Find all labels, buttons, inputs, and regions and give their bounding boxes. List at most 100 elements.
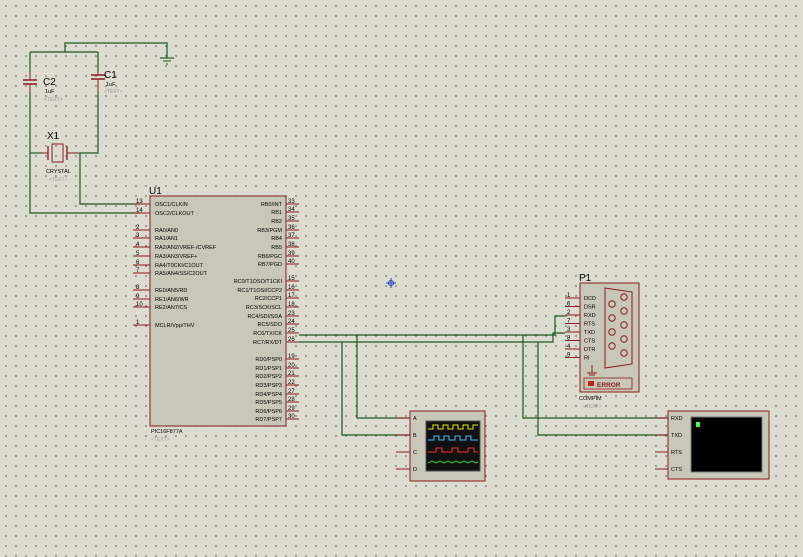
wire-c1-crystal bbox=[80, 92, 99, 154]
terminal-cursor bbox=[696, 422, 700, 427]
wire-term-txd bbox=[537, 342, 668, 436]
u1-pin-number: 29 bbox=[288, 406, 295, 412]
p1-error-label: ERROR bbox=[597, 382, 621, 389]
u1-pin-name: RA2/AN2/VREF-/CVREF bbox=[155, 245, 217, 251]
u1-pin-number: 1 bbox=[136, 320, 140, 326]
u1-pin-name: RB1 bbox=[271, 210, 282, 216]
u1-pin-name: RB0/INT bbox=[261, 202, 283, 208]
p1-pin-name: DCD bbox=[584, 296, 596, 302]
capacitor-c2[interactable]: C2 1uF <TEXT> bbox=[23, 72, 63, 103]
p1-pin-number: 7 bbox=[567, 319, 571, 325]
u1-pin-number: 37 bbox=[288, 233, 295, 239]
u1-pin-name: RD5/PSP5 bbox=[255, 400, 282, 406]
db9-pins bbox=[608, 293, 628, 357]
u1-pin-name: RA3/AN3/VREF+ bbox=[155, 254, 197, 260]
u1-pin-name: RA5/AN4/SS/C2OUT bbox=[155, 271, 208, 277]
terminal-pin-label: TXD bbox=[671, 433, 682, 439]
p1-pin-name: CTS bbox=[584, 339, 595, 345]
p1-pin-name: RTS bbox=[584, 322, 595, 328]
capacitor-c1[interactable]: C1 1uF <TEXT> bbox=[91, 70, 123, 95]
u1-pin-number: 26 bbox=[288, 337, 295, 343]
wire-tx bbox=[299, 315, 565, 336]
scope-channel-label: B bbox=[413, 433, 417, 439]
u1-pin-number: 40 bbox=[288, 259, 295, 265]
x1-text: <TEXT> bbox=[49, 177, 68, 183]
u1-pin-name: RB3/PGM bbox=[257, 228, 282, 234]
u1-pin-name: RD2/PSP2 bbox=[255, 374, 282, 380]
u1-pin-name: OSC1/CLKIN bbox=[155, 202, 188, 208]
u1-pin-name: RC4/SDI/SDA bbox=[247, 314, 282, 320]
p1-pin-number: 1 bbox=[567, 293, 571, 299]
u1-pin-number: 14 bbox=[136, 208, 143, 214]
p1-pin-name: RXD bbox=[584, 313, 596, 319]
wire-c2-osc2 bbox=[29, 92, 140, 214]
u1-pin-name: OSC2/CLKOUT bbox=[155, 211, 194, 217]
u1-pin-number: 2 bbox=[136, 225, 140, 231]
u1-pin-number: 8 bbox=[136, 285, 140, 291]
u1-pin-name: RC7/RX/DT bbox=[253, 340, 283, 346]
u1-pin-name: RB7/PGD bbox=[258, 262, 282, 268]
u1-pin-number: 7 bbox=[136, 268, 140, 274]
u1-pin-name: RA1/AN1 bbox=[155, 236, 178, 242]
u1-pin-number: 4 bbox=[136, 242, 140, 248]
u1-pin-name: RB6/PGC bbox=[258, 254, 282, 260]
p1-pin-number: 6 bbox=[567, 302, 571, 308]
p1-pin-name: RI bbox=[584, 356, 590, 362]
c1-value: 1uF bbox=[106, 82, 116, 88]
db9-hole bbox=[620, 321, 628, 329]
u1-pin-number: 18 bbox=[288, 302, 295, 308]
p1-pin-number: 8 bbox=[567, 336, 571, 342]
p1-part: COMPIM bbox=[579, 396, 602, 402]
u1-pin-number: 34 bbox=[288, 207, 295, 213]
u1-pin-name: RE2/AN7/CS bbox=[155, 305, 187, 311]
error-led-icon bbox=[588, 381, 594, 386]
scope-channel-label: D bbox=[413, 467, 417, 473]
p1-pin-number: 9 bbox=[567, 353, 571, 359]
x1-value: CRYSTAL bbox=[46, 169, 71, 175]
x1-ref: X1 bbox=[47, 131, 60, 142]
u1-pin-number: 27 bbox=[288, 389, 295, 395]
u1-pin-number: 5 bbox=[136, 251, 140, 257]
u1-pin-number: 13 bbox=[136, 199, 143, 205]
wire-term-rxd bbox=[522, 335, 668, 419]
u1-pin-name: RD6/PSP6 bbox=[255, 409, 282, 415]
c1-text: <TEXT> bbox=[104, 89, 123, 95]
u1-pin-name: RC1/T1OSI/CCP2 bbox=[237, 288, 282, 294]
db9-hole bbox=[620, 335, 628, 343]
db9-hole bbox=[608, 342, 616, 350]
u1-pin-number: 36 bbox=[288, 225, 295, 231]
u1-pin-name: RD0/PSP0 bbox=[255, 357, 282, 363]
db9-hole bbox=[608, 314, 616, 322]
c2-text: <TEXT> bbox=[44, 97, 63, 103]
u1-pin-number: 38 bbox=[288, 242, 295, 248]
u1-pin-name: RD1/PSP1 bbox=[255, 366, 282, 372]
u1-pin-number: 19 bbox=[288, 354, 295, 360]
crystal-x1[interactable]: X1 CRYSTAL <TEXT> bbox=[42, 131, 80, 183]
u1-pin-number: 39 bbox=[288, 251, 295, 257]
p1-pin-number: 2 bbox=[567, 310, 571, 316]
u1-pin-number: 15 bbox=[288, 276, 295, 282]
ground-symbol bbox=[160, 57, 174, 65]
u1-pin-name: RB5 bbox=[271, 245, 282, 251]
p1-pin-number: 3 bbox=[567, 327, 571, 333]
u1-pin-name: RC3/SCK/SCL bbox=[246, 305, 282, 311]
u1-pin-number: 21 bbox=[288, 371, 295, 377]
u1-right-pins: 33RB0/INT34RB135RB236RB3/PGM37RB438RB539… bbox=[234, 199, 299, 423]
u1-pin-number: 25 bbox=[288, 328, 295, 334]
wires bbox=[29, 42, 668, 436]
crosshair-cursor-icon bbox=[386, 278, 396, 288]
terminal-pin-label: RTS bbox=[671, 450, 682, 456]
u1-pin-name: RE1/AN6/WR bbox=[155, 297, 189, 303]
u1-pin-number: 22 bbox=[288, 380, 295, 386]
u1-pin-number: 23 bbox=[288, 311, 295, 317]
u1-ref: U1 bbox=[149, 186, 162, 197]
p1-pin-number: 4 bbox=[567, 344, 571, 350]
